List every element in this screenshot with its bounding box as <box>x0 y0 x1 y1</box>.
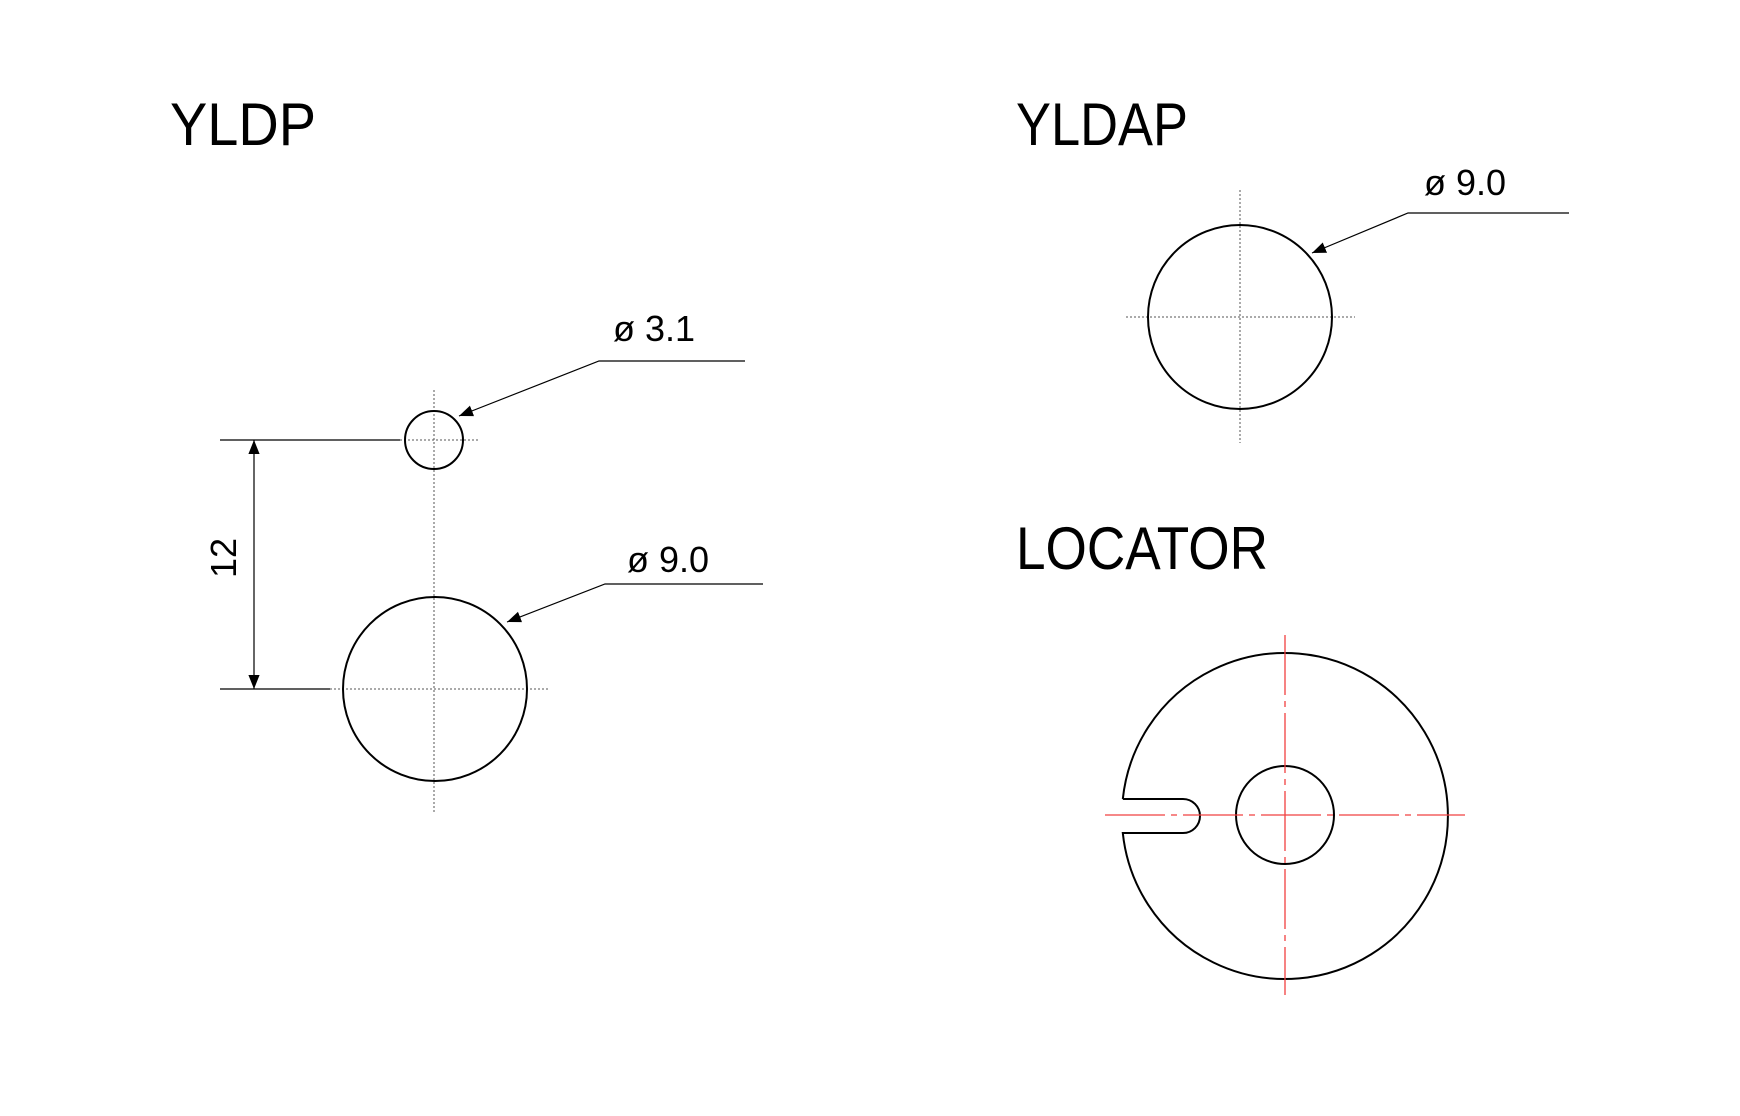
yldap-hole <box>1147 224 1333 410</box>
large-hole-diameter-label: ø 9.0 <box>627 539 709 580</box>
spacing-dimension-label: 12 <box>203 538 244 578</box>
large-hole-leader <box>506 583 763 623</box>
locator-slotted-outline <box>1121 652 1449 980</box>
yldap-view: YLDAP ø 9.0 <box>1016 91 1569 443</box>
yldp-large-hole <box>342 596 528 782</box>
locator-title: LOCATOR <box>1016 515 1268 582</box>
yldap-title: YLDAP <box>1016 91 1188 158</box>
yldp-small-hole <box>404 410 464 470</box>
yldp-view: YLDP 12 ø 3.1 ø 9.0 <box>170 91 763 814</box>
yldp-title: YLDP <box>170 91 316 158</box>
small-hole-diameter-label: ø 3.1 <box>613 308 695 349</box>
small-hole-leader <box>458 360 745 417</box>
locator-view: LOCATOR <box>1016 515 1465 995</box>
yldap-hole-leader <box>1311 212 1569 254</box>
yldap-hole-diameter-label: ø 9.0 <box>1424 162 1506 203</box>
